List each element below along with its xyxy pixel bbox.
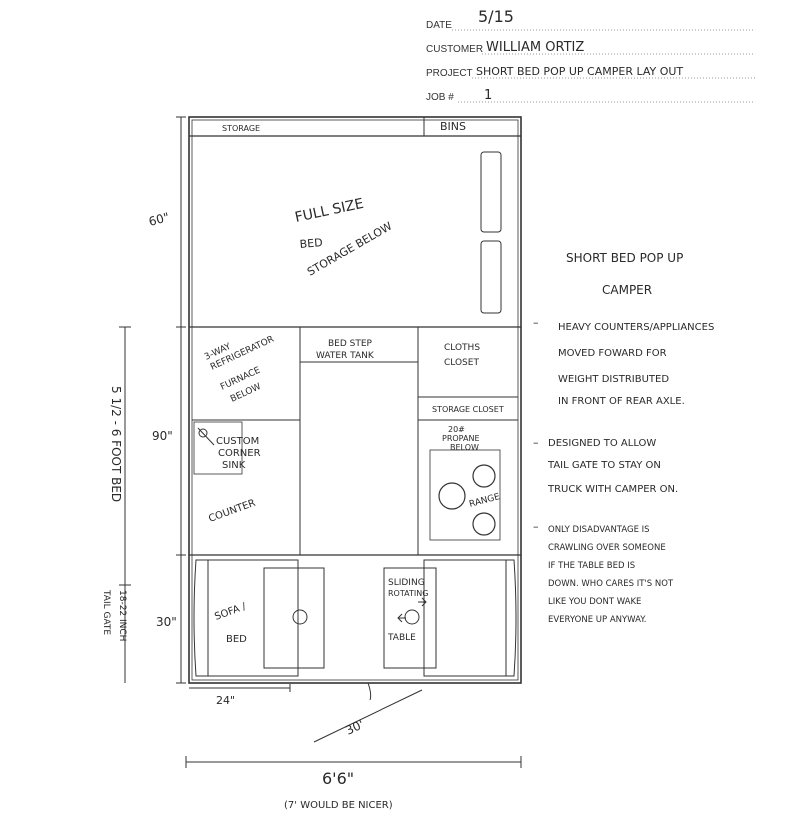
note-3-line-4: DOWN. WHO CARES IT'S NOT — [548, 579, 674, 589]
bed-step-label-1: BED STEP — [328, 339, 373, 349]
customer-label: CUSTOMER — [426, 44, 483, 55]
tailgate-label-2: TAIL GATE — [101, 589, 111, 635]
propane-label-2: PROPANE — [442, 434, 480, 443]
tailgate-label-1: 18-22 INCH — [117, 590, 127, 641]
sofa-label-1: SOFA / — [213, 601, 248, 623]
sliding-label-2: ROTATING — [388, 589, 428, 598]
camper-outline — [188, 116, 522, 684]
storage-closet-label: STORAGE CLOSET — [432, 405, 504, 414]
customer-value: WILLIAM ORTIZ — [486, 40, 584, 55]
seating-area — [193, 559, 517, 677]
svg-text:–: – — [533, 436, 539, 449]
note-1-line-1: HEAVY COUNTERS/APPLIANCES — [558, 322, 714, 333]
sliding-label-1: SLIDING — [388, 578, 425, 588]
note-3-line-6: EVERYONE UP ANYWAY. — [548, 615, 646, 625]
svg-text:–: – — [533, 520, 539, 533]
note-3-line-2: CRAWLING OVER SOMEONE — [548, 543, 666, 553]
date-value: 5/15 — [478, 7, 514, 26]
date-label: DATE — [426, 20, 452, 31]
propane-label-1: 20# — [448, 425, 465, 434]
cloths-label-1: CLOTHS — [444, 343, 480, 353]
bins-label: BINS — [440, 120, 466, 133]
dim-60: 60" — [147, 210, 171, 229]
note-2-line-3: TRUCK WITH CAMPER ON. — [547, 484, 678, 495]
range-label: RANGE — [468, 492, 501, 510]
dim-24: 24" — [216, 694, 235, 707]
dim-width: 6'6" — [322, 769, 354, 788]
counter-label: COUNTER — [207, 498, 257, 525]
project-label: PROJECT — [426, 68, 473, 79]
dim-90: 90" — [152, 429, 173, 443]
sink-icon — [197, 427, 215, 446]
job-label: JOB # — [426, 92, 454, 103]
dimensions: 60" 90" 30" 24" 30' 6'6" (7' WOULD BE NI… — [101, 116, 522, 811]
bed-label-2: BED — [299, 236, 323, 251]
door-swing — [367, 682, 372, 701]
svg-text:–: – — [533, 316, 539, 329]
notes: SHORT BED POP UP CAMPER – HEAVY COUNTERS… — [533, 251, 714, 625]
note-3-line-1: ONLY DISADVANTAGE IS — [548, 525, 650, 535]
note-2-line-2: TAIL GATE TO STAY ON — [547, 460, 661, 471]
job-value: 1 — [484, 88, 492, 103]
sink-label-2: CORNER — [218, 448, 261, 459]
form-header: DATE 5/15 CUSTOMER WILLIAM ORTIZ PROJECT… — [426, 7, 755, 103]
dim-width-note: (7' WOULD BE NICER) — [284, 800, 393, 811]
room-labels: STORAGE BINS FULL SIZE BED STORAGE BELOW… — [203, 120, 504, 645]
dim-30: 30" — [156, 615, 177, 629]
project-value: SHORT BED POP UP CAMPER LAY OUT — [476, 65, 683, 78]
bed-label-1: FULL SIZE — [294, 196, 366, 226]
dim-30-door: 30' — [343, 717, 366, 738]
range-burners — [438, 464, 496, 536]
table-label: TABLE — [387, 633, 416, 643]
note-1-line-3: WEIGHT DISTRIBUTED — [558, 374, 669, 385]
note-3-line-3: IF THE TABLE BED IS — [548, 561, 635, 571]
storage-label: STORAGE — [222, 124, 260, 133]
propane-label-3: BELOW — [450, 443, 479, 452]
note-1-line-4: IN FRONT OF REAR AXLE. — [558, 396, 685, 407]
notes-title-2: CAMPER — [602, 283, 652, 297]
sink-label-3: SINK — [222, 460, 246, 471]
note-2-line-1: DESIGNED TO ALLOW — [548, 438, 656, 449]
sink-label-1: CUSTOM — [216, 436, 259, 447]
note-1-line-2: MOVED FOWARD FOR — [558, 348, 667, 359]
truck-bed-label: 5 1/2 - 6 FOOT BED — [109, 386, 123, 502]
sofa-label-2: BED — [226, 634, 247, 645]
notes-title-1: SHORT BED POP UP — [566, 251, 683, 265]
note-3-line-5: LIKE YOU DONT WAKE — [548, 597, 641, 607]
bed-step-label-2: WATER TANK — [316, 351, 375, 361]
cloths-label-2: CLOSET — [444, 358, 479, 368]
